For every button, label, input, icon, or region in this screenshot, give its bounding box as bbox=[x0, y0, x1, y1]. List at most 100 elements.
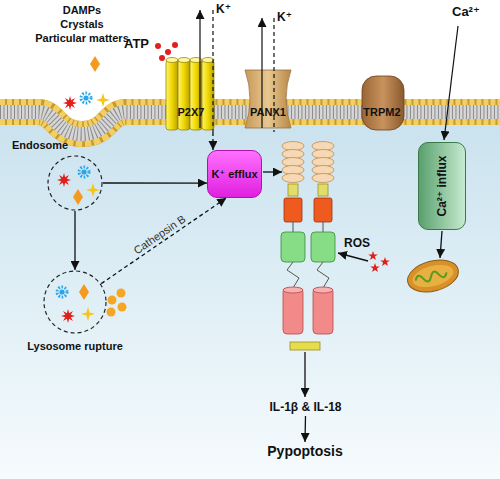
inflammasome-complex bbox=[313, 288, 333, 334]
ion-label: ATP bbox=[124, 36, 149, 51]
stimulus-label: Particular matters bbox=[32, 32, 132, 44]
inflammasome-complex bbox=[284, 198, 302, 222]
p2x7-channel bbox=[202, 58, 214, 63]
endosome-cargo bbox=[79, 167, 89, 177]
stimulus-label: Crystals bbox=[32, 18, 132, 30]
p2x7-channel bbox=[202, 60, 214, 130]
inflammasome-complex bbox=[281, 232, 335, 262]
pathway-arrow bbox=[304, 352, 305, 397]
inflammasome-complex bbox=[288, 184, 328, 196]
inflammasome-complex bbox=[313, 287, 333, 293]
atp-molecules bbox=[172, 42, 178, 48]
signal-label: ROS bbox=[344, 236, 370, 250]
p2x7-channel bbox=[166, 58, 214, 131]
lysosome-circle: Lysosome rupture bbox=[43, 270, 107, 334]
inflammasome-complex bbox=[282, 142, 334, 183]
stimulus-label: DAMPs bbox=[32, 4, 132, 16]
circle-outline bbox=[44, 271, 106, 333]
circle-outline bbox=[48, 156, 102, 210]
ion-channel: TRPM2 bbox=[356, 72, 408, 132]
danger-particles bbox=[90, 56, 100, 72]
panx1-channel bbox=[245, 70, 291, 128]
node-text: TRPM2 bbox=[356, 106, 408, 118]
inflammasome-complex bbox=[283, 287, 303, 293]
node-text: Pypoptosis bbox=[260, 443, 350, 459]
inflammasome-complex bbox=[282, 174, 304, 183]
ion-channel: P2X7 bbox=[164, 56, 218, 132]
ion-label: Ca²⁺ bbox=[452, 4, 480, 19]
cathepsin-particles bbox=[108, 296, 117, 305]
inflammasome-complex bbox=[287, 262, 299, 288]
inflammasome-complex bbox=[314, 198, 332, 222]
p2x7-channel bbox=[166, 58, 178, 63]
atp-molecules bbox=[155, 43, 161, 49]
inflammasome-complex bbox=[288, 184, 298, 196]
calcium-flux bbox=[444, 26, 458, 140]
outcome-text: Pypoptosis bbox=[260, 442, 350, 462]
p2x7-channel bbox=[178, 58, 190, 63]
cell-interior bbox=[0, 112, 500, 479]
pathway-arrow bbox=[101, 198, 226, 284]
endosome-circle: Endosome bbox=[47, 155, 103, 211]
process-box: K⁺ efflux bbox=[207, 150, 262, 198]
mitochondrion bbox=[404, 255, 462, 297]
pathway-arrow bbox=[338, 253, 368, 261]
process-box: Ca²⁺ influx bbox=[418, 142, 466, 230]
ros-molecules bbox=[368, 251, 390, 272]
node-text: P2X7 bbox=[164, 106, 218, 118]
trpm2-channel bbox=[362, 76, 404, 130]
pathway-arrow bbox=[74, 211, 75, 270]
inflammasome-complex bbox=[283, 288, 303, 334]
ion-channel: PANX1 bbox=[243, 66, 293, 132]
pathway-arrow bbox=[304, 416, 306, 442]
node-text: PANX1 bbox=[243, 106, 293, 118]
endosome-cargo bbox=[57, 167, 100, 205]
danger-particles bbox=[63, 56, 110, 110]
cathepsin-particles bbox=[117, 289, 126, 298]
danger-particles bbox=[81, 93, 91, 103]
potassium-flux bbox=[212, 10, 213, 132]
ion-label: K⁺ bbox=[216, 2, 231, 16]
endosome-cargo bbox=[57, 173, 71, 187]
mitochondrion bbox=[415, 269, 448, 285]
inflammasome-complex bbox=[283, 287, 333, 334]
pathway-arrow bbox=[212, 132, 213, 150]
node-text: Endosome bbox=[12, 139, 68, 151]
circle-outline bbox=[43, 270, 107, 334]
lysosome-cargo bbox=[79, 284, 89, 300]
inflammasome-complex bbox=[323, 222, 324, 232]
cathepsin-particles bbox=[107, 289, 127, 317]
danger-particles bbox=[63, 96, 77, 110]
p2x7-channel bbox=[178, 60, 190, 130]
ros-molecules bbox=[380, 257, 390, 266]
pathway-arrow bbox=[103, 182, 207, 183]
inflammasome-complex bbox=[281, 232, 305, 262]
inflammasome-complex bbox=[311, 232, 335, 262]
lysosome-cargo bbox=[81, 307, 95, 321]
lysosome-cargo bbox=[61, 309, 75, 323]
lysosome-cargo bbox=[57, 287, 67, 297]
ros-molecules bbox=[370, 263, 380, 272]
node-text: Ca²⁺ influx bbox=[435, 155, 449, 216]
ion-label: K⁺ bbox=[277, 10, 292, 24]
edge-label: Cathepsin B bbox=[131, 212, 187, 256]
pathway-arrow bbox=[440, 231, 442, 258]
inflammasome-complex bbox=[317, 262, 329, 288]
danger-particles bbox=[96, 93, 110, 107]
inflammasome-complex bbox=[318, 184, 328, 196]
ros-molecules bbox=[368, 251, 378, 260]
atp-molecules bbox=[165, 49, 171, 55]
circle-outline bbox=[47, 155, 103, 211]
endosome-cargo bbox=[86, 183, 100, 197]
mitochondrion bbox=[410, 261, 456, 291]
inflammasome-complex bbox=[290, 342, 320, 350]
node-text: IL-1β & IL-18 bbox=[258, 400, 353, 414]
cathepsin-particles bbox=[107, 308, 116, 317]
inflammasome-complex bbox=[281, 142, 335, 351]
p2x7-channel bbox=[166, 60, 178, 130]
atp-molecules bbox=[159, 55, 165, 61]
inflammasome-complex bbox=[293, 222, 294, 232]
cathepsin-particles bbox=[118, 303, 127, 312]
